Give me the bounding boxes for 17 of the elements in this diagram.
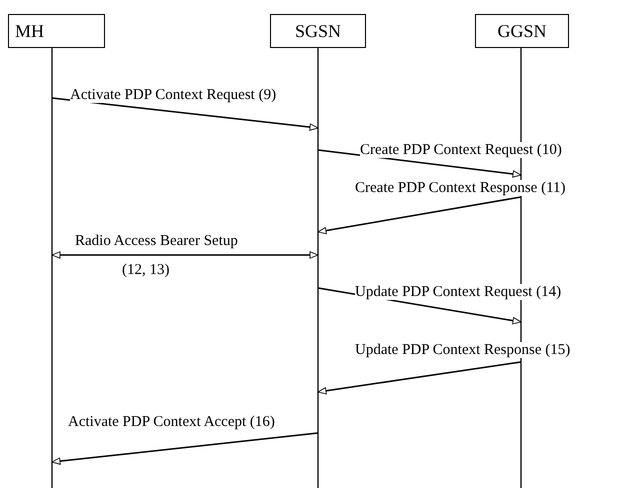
message-arrow	[318, 196, 522, 234]
participant-box: MH	[8, 14, 105, 48]
message-number: (12, 13)	[122, 262, 170, 278]
edge-label: Activate PDP Context Request (9)	[70, 87, 276, 103]
edge-label: Radio Access Bearer Setup	[75, 233, 238, 249]
edge-label: Create PDP Context Request (10)	[360, 142, 562, 158]
message-arrow	[52, 432, 318, 465]
edge-label: Activate PDP Context Accept (16)	[68, 414, 275, 430]
message-arrow	[52, 97, 318, 131]
edge-label: Update PDP Context Response (15)	[355, 342, 570, 358]
message-arrow	[318, 149, 522, 178]
edge-label: Update PDP Context Request (14)	[355, 284, 562, 300]
participant-box: SGSN	[270, 14, 366, 48]
edge-label: Create PDP Context Response (11)	[355, 180, 566, 196]
message-arrow	[318, 361, 522, 394]
message-arrow	[52, 251, 318, 259]
participant-box: GGSN	[475, 14, 569, 48]
